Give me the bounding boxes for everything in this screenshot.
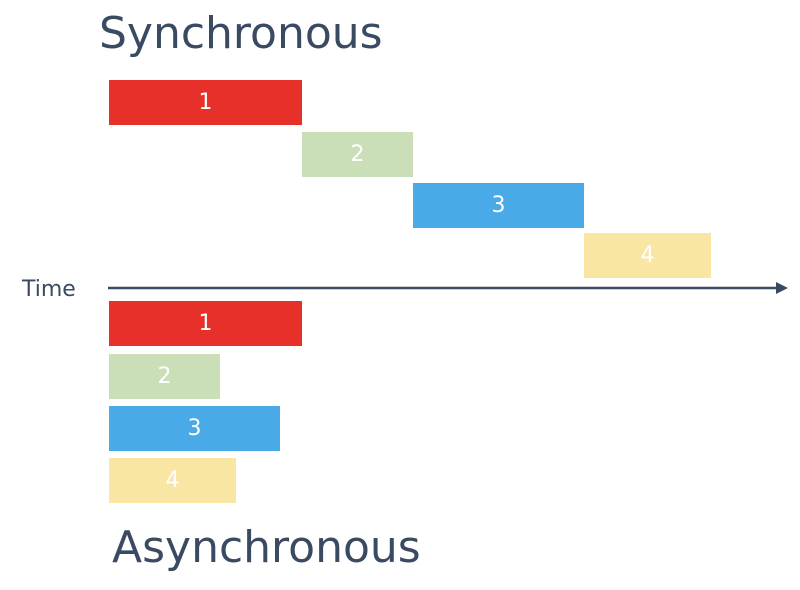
sync-task-3: 3 [413, 183, 584, 228]
async-task-3-label: 3 [187, 416, 202, 441]
synchronous-title: Synchronous [99, 8, 383, 59]
time-axis-label: Time [22, 277, 76, 302]
sync-task-4: 4 [584, 233, 711, 278]
sync-task-1-label: 1 [198, 90, 213, 115]
async-task-1-label: 1 [198, 311, 213, 336]
sync-task-1: 1 [109, 80, 302, 125]
sync-task-2-label: 2 [350, 142, 365, 167]
async-task-4-label: 4 [165, 468, 180, 493]
async-task-4: 4 [109, 458, 236, 503]
asynchronous-title: Asynchronous [112, 522, 421, 573]
time-axis-arrowhead [776, 282, 788, 294]
async-task-3: 3 [109, 406, 280, 451]
sync-task-3-label: 3 [491, 193, 506, 218]
sync-task-4-label: 4 [640, 243, 655, 268]
async-task-2: 2 [109, 354, 220, 399]
sync-task-2: 2 [302, 132, 413, 177]
async-task-1: 1 [109, 301, 302, 346]
async-task-2-label: 2 [157, 364, 172, 389]
